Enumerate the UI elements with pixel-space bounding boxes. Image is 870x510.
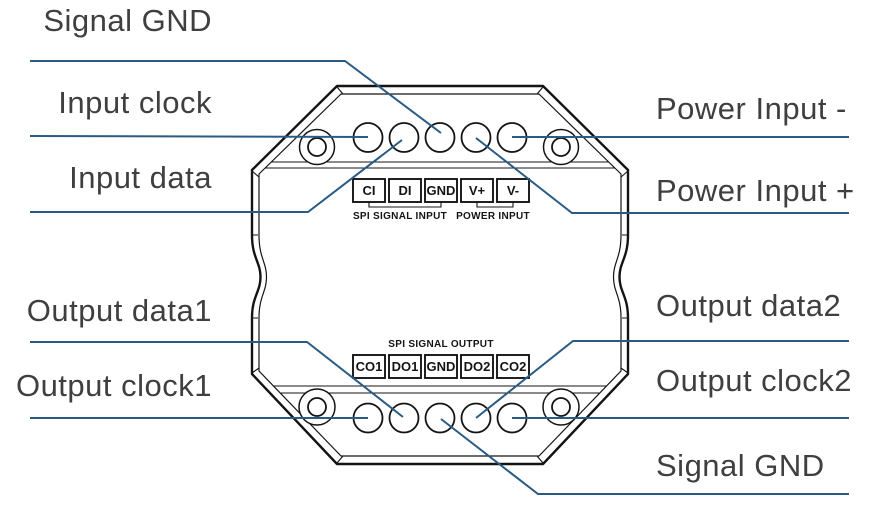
leader-signal-gnd-output	[440, 418, 849, 495]
callout-output-data1: Output data1	[26, 293, 212, 328]
leader-lines	[29, 60, 849, 495]
spi-signal-output-label: SPI SIGNAL OUTPUT	[388, 339, 493, 350]
terminal-vminus-label: V-	[507, 183, 519, 198]
screw-icon	[298, 128, 336, 166]
device-inner-outline	[258, 93, 622, 457]
terminal-gnd-in-label: GND	[427, 183, 456, 198]
screws	[298, 128, 580, 426]
callout-input-clock: Input clock	[58, 85, 212, 120]
terminal-group-brackets	[368, 202, 514, 208]
wire-hole	[424, 122, 456, 153]
terminal-co1	[352, 354, 386, 379]
output-wire-holes	[352, 402, 528, 434]
terminal-co2-label: CO2	[500, 359, 527, 374]
terminal-gnd-out	[424, 354, 458, 379]
wire-hole	[388, 122, 420, 153]
terminal-co1-label: CO1	[356, 359, 383, 374]
screw-icon	[542, 388, 580, 426]
callout-signal-gnd-output: Signal GND	[656, 448, 825, 483]
wire-hole	[424, 402, 456, 434]
device-outline	[250, 84, 630, 466]
terminal-di-label: DI	[399, 183, 412, 198]
spi-signal-input-label: SPI SIGNAL INPUT	[353, 211, 447, 222]
leader-signal-gnd-input	[30, 60, 442, 134]
terminal-di	[388, 178, 422, 203]
callout-output-clock1: Output clock1	[15, 368, 212, 403]
wire-hole	[460, 122, 492, 153]
input-terminal-block: CI DI GND V+ V- SPI SIGNAL INPUT POWER I…	[352, 178, 530, 222]
panel-seam-lines	[251, 86, 629, 464]
leader-output-data1	[30, 341, 404, 418]
wire-hole	[388, 402, 420, 434]
leader-output-data2	[475, 340, 849, 419]
terminal-do1	[388, 354, 422, 379]
callout-output-clock2: Output clock2	[656, 363, 853, 398]
terminal-do2-label: DO2	[464, 359, 491, 374]
leader-input-clock	[29, 135, 369, 138]
terminal-vplus-label: V+	[469, 183, 486, 198]
callout-signal-gnd-input: Signal GND	[43, 3, 212, 38]
terminal-do1-label: DO1	[392, 359, 419, 374]
output-terminal-block: SPI SIGNAL OUTPUT CO1 DO1 GND DO2 CO2	[352, 339, 530, 379]
device-body: CI DI GND V+ V- SPI SIGNAL INPUT POWER I…	[250, 84, 630, 466]
terminal-co2	[496, 354, 530, 379]
leader-input-data	[30, 139, 403, 213]
screw-icon	[298, 388, 336, 426]
callout-power-input-plus: Power Input +	[656, 173, 855, 208]
terminal-ci-label: CI	[363, 183, 376, 198]
leader-power-input-plus	[475, 137, 849, 214]
power-input-label: POWER INPUT	[456, 211, 530, 222]
input-wire-holes	[352, 122, 528, 153]
callout-output-data2: Output data2	[656, 288, 842, 323]
callout-power-input-minus: Power Input -	[656, 91, 847, 126]
callout-input-data: Input data	[69, 160, 212, 195]
screw-icon	[542, 128, 580, 166]
terminal-gnd-out-label: GND	[427, 359, 456, 374]
terminal-do2	[460, 354, 494, 379]
